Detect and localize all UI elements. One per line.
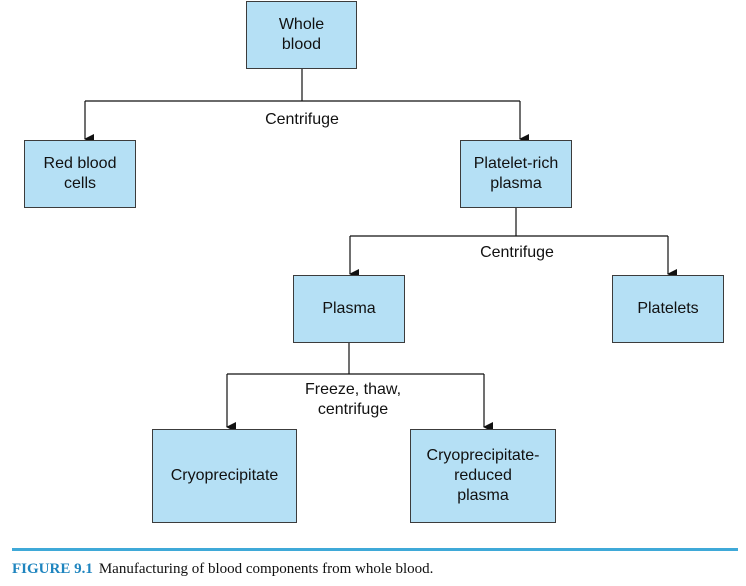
figure-number: FIGURE 9.1 bbox=[12, 561, 93, 577]
node-platelet-rich-plasma: Platelet-rich plasma bbox=[460, 140, 572, 208]
node-whole-blood-line1: Whole bbox=[278, 16, 325, 33]
node-cryo-reduced-plasma-line1: Cryoprecipitate- bbox=[426, 447, 540, 464]
caption-divider bbox=[12, 548, 738, 551]
node-plasma-label: Plasma bbox=[322, 300, 376, 317]
node-red-blood-cells: Red blood cells bbox=[24, 140, 136, 208]
node-red-blood-cells-line1: Red blood bbox=[43, 155, 117, 172]
node-whole-blood-line2: blood bbox=[281, 36, 322, 53]
node-platelets-label: Platelets bbox=[637, 300, 699, 317]
node-cryoprecipitate-label: Cryoprecipitate bbox=[170, 467, 279, 484]
figure-caption: FIGURE 9.1 Manufacturing of blood compone… bbox=[12, 561, 433, 578]
node-whole-blood: Whole blood bbox=[246, 1, 357, 69]
figure-caption-text: Manufacturing of blood components from w… bbox=[98, 561, 434, 577]
edge-label-freeze-line1: Freeze, thaw, bbox=[304, 381, 402, 398]
edge-label-centrifuge-1: Centrifuge bbox=[265, 111, 339, 128]
edge-label-freeze-thaw-centrifuge: Freeze, thaw, centrifuge bbox=[270, 380, 436, 420]
node-platelet-rich-plasma-line2: plasma bbox=[490, 175, 542, 192]
node-platelets: Platelets bbox=[612, 275, 724, 343]
node-cryoprecipitate: Cryoprecipitate bbox=[152, 429, 297, 523]
edge-label-centrifuge-2: Centrifuge bbox=[480, 244, 554, 261]
node-red-blood-cells-line2: cells bbox=[63, 175, 96, 192]
node-platelet-rich-plasma-line1: Platelet-rich bbox=[473, 155, 559, 172]
node-cryo-reduced-plasma-line3: plasma bbox=[457, 487, 509, 504]
edge-label-freeze-line2: centrifuge bbox=[317, 401, 389, 418]
node-cryo-reduced-plasma: Cryoprecipitate- reduced plasma bbox=[410, 429, 556, 523]
node-plasma: Plasma bbox=[293, 275, 405, 343]
node-cryo-reduced-plasma-line2: reduced bbox=[454, 467, 512, 484]
